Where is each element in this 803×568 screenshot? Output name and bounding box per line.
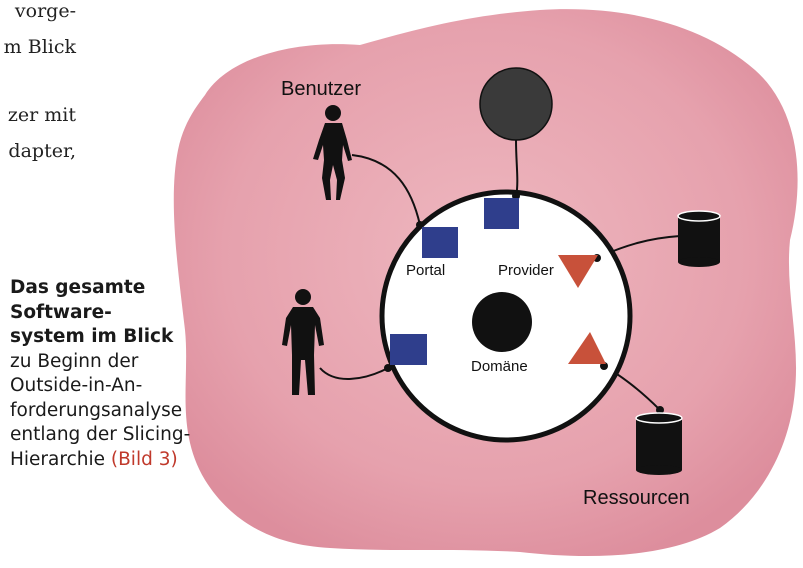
label-provider: Provider: [498, 262, 554, 279]
external-system-circle: [479, 67, 553, 141]
domain-core-circle: [472, 292, 532, 352]
port-square-top: [484, 198, 519, 229]
figure-reference-link[interactable]: (Bild 3): [110, 448, 178, 470]
user-silhouette-icon: [313, 105, 352, 200]
caption-line: entlang der Slicing-: [10, 424, 191, 445]
caption-line: zu Beginn der: [10, 350, 139, 372]
user-silhouette-icon: [282, 289, 324, 395]
caption-title-line: Software-: [10, 301, 112, 323]
caption-line: forderungsanalyse: [10, 399, 183, 421]
database-icon: [635, 412, 683, 475]
adapter-triangle-provider: [558, 255, 598, 288]
connector-benutzer-portal: [351, 154, 421, 226]
body-text-line: m Blick: [3, 36, 76, 58]
caption-line: Outside-in-An-: [10, 375, 143, 396]
caption-title-line: Das gesamte: [10, 277, 146, 298]
body-text-line: vorge-: [14, 0, 76, 22]
label-benutzer: Benutzer: [281, 78, 361, 100]
label-ressourcen: Ressourcen: [583, 487, 690, 509]
connector-top-circle: [515, 139, 519, 199]
connector-dot: [656, 406, 664, 414]
port-square-portal: [422, 227, 458, 258]
connector-user2-port: [319, 367, 389, 380]
port-square-left: [390, 334, 427, 365]
adapter-triangle-resource: [568, 332, 606, 364]
body-text-line: dapter,: [8, 140, 76, 162]
label-domaene: Domäne: [471, 358, 528, 375]
caption-last-line: Hierarchie (Bild 3): [10, 448, 220, 473]
caption-title-line: system im Blick: [10, 326, 174, 347]
body-text-line: zer mit: [7, 104, 76, 126]
connector-dot: [384, 364, 392, 372]
figure-caption: Das gesamte Software- system im Blick zu…: [10, 276, 220, 472]
body-text-fragment: vorge- m Blick zer mit dapter,: [0, 0, 80, 170]
database-icon: [677, 210, 721, 267]
label-portal: Portal: [406, 262, 445, 279]
caption-line: Hierarchie: [10, 448, 105, 470]
